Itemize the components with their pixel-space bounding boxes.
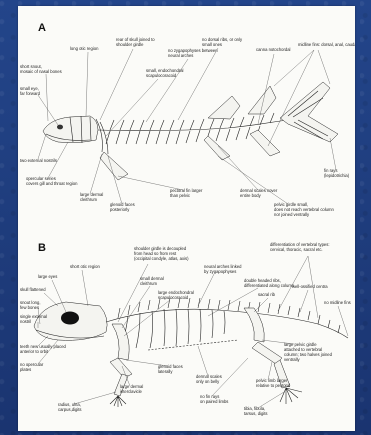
label-fin-rays: fin rays(lepidotrichia) [324,168,350,178]
label-large-eye: large eyes [38,274,57,279]
textbook-page: A short snout,mosaic of nasal bones long… [18,6,355,431]
label-radius: radius, ulna,carpus,digits [58,402,82,412]
label-no-midline: no midline fins [324,300,351,305]
tetrapod-eye [61,312,79,325]
fish-eye [57,125,63,130]
label-canna: canna notochordal [256,47,291,52]
label-snout-long: snout long,few bones [20,300,41,310]
label-sacral-rib: sacral rib [258,292,276,297]
comparison-diagram: A short snout,mosaic of nasal bones long… [18,6,355,431]
fish-neural-arches [106,113,274,144]
label-midline-fins: midline fins: dorsal, anal, caudal [298,42,355,47]
label-two-nostrils: two external nostrils [20,158,57,163]
label-differentiation: differentiation of vertebral types:cervi… [270,242,330,252]
label-pelvic-small: pelvic girdle small,does not reach verte… [274,202,334,217]
label-tibia: tibia, fibula,tarsus, digits [244,406,268,416]
label-long-otic: long otic region [70,46,99,51]
panel-b-letter: B [38,242,46,254]
panel-a-letter: A [38,22,46,34]
label-short-otic: short otic region [70,264,100,269]
label-skull-flattened: skull flattened [20,287,46,292]
tetrapod-neural-arches [118,298,340,348]
fish-skeleton [43,82,338,180]
label-small-eye: small eye,far forward [20,86,41,96]
label-short-snout: short snout,mosaic of nasal bones [20,64,62,74]
label-well-ossified: well-ossified centra [292,284,328,289]
label-double-ribs: double headed ribs,differentiated along … [244,278,295,288]
